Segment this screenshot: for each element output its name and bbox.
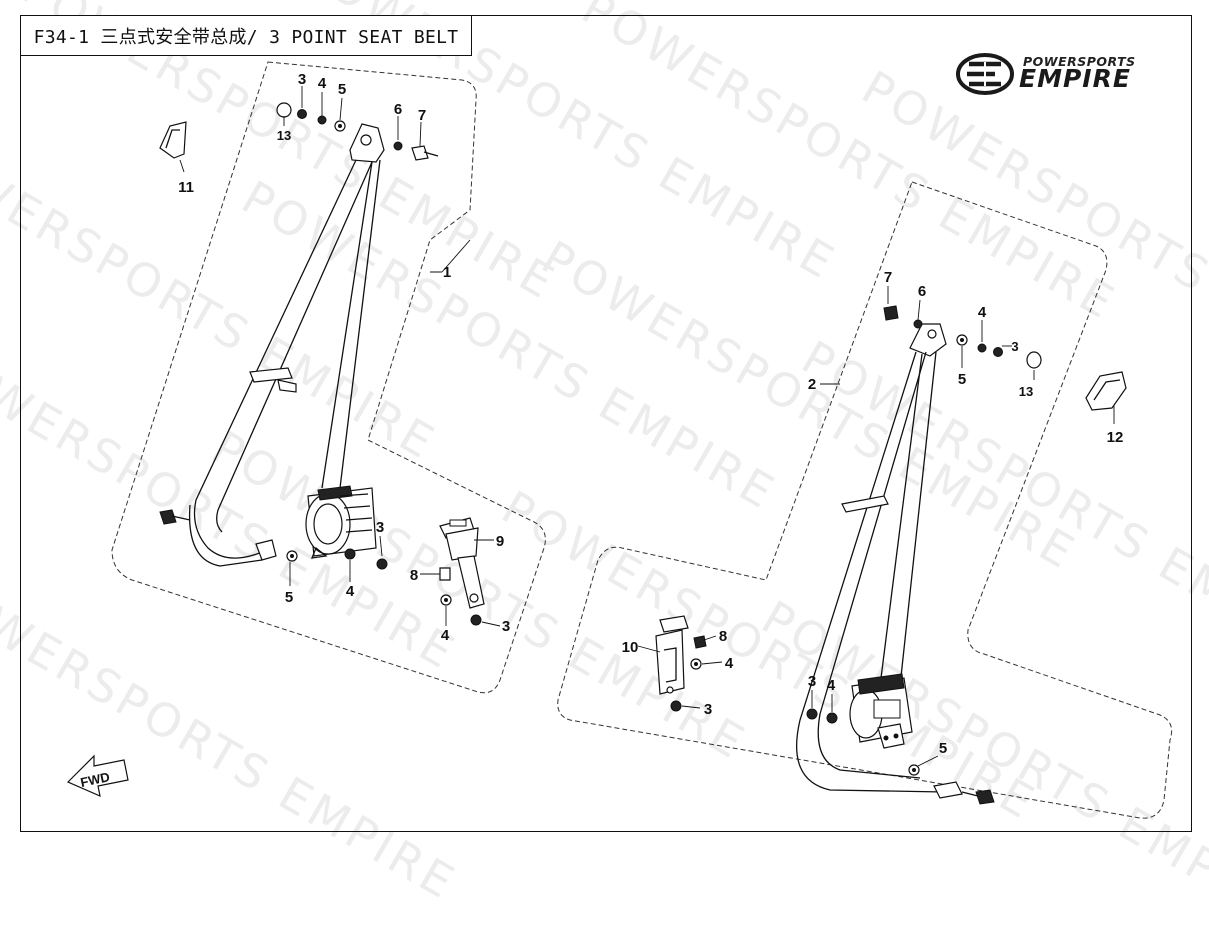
callout-7: 7	[418, 107, 426, 124]
callout-10: 10	[622, 639, 639, 656]
callout-2: 2	[808, 376, 816, 393]
left-leader-lines	[179, 86, 501, 627]
callout-4: 4	[827, 677, 836, 694]
callout-9: 9	[496, 533, 504, 550]
callout-1: 1	[443, 264, 451, 281]
callout-13: 13	[1019, 384, 1033, 399]
callout-4: 4	[318, 75, 327, 92]
callout-3: 3	[298, 71, 306, 88]
callout-3: 3	[502, 618, 510, 635]
brand-logo: POWERSPORTS EMPIRE	[955, 48, 1170, 100]
callout-7: 7	[884, 269, 892, 286]
callout-5: 5	[285, 589, 293, 606]
brand-top-text: POWERSPORTS	[1023, 54, 1136, 69]
right-seat-belt	[66, 305, 1127, 805]
left-seat-belt	[159, 102, 485, 626]
callout-3: 3	[376, 519, 384, 536]
callout-12: 12	[1107, 429, 1124, 446]
brand-emblem-icon	[956, 53, 1014, 95]
callout-13: 13	[277, 128, 291, 143]
drawing-frame	[20, 15, 1192, 832]
callout-5: 5	[958, 371, 966, 388]
callout-4: 4	[441, 627, 450, 644]
callout-8: 8	[719, 628, 727, 645]
callout-4: 4	[346, 583, 355, 600]
diagram-drawing: .ln { fill:none; stroke:#111; stroke-wid…	[66, 61, 1173, 819]
fwd-label: FWD	[79, 769, 111, 790]
callout-8: 8	[410, 567, 418, 584]
callout-5: 5	[338, 81, 346, 98]
callout-11: 11	[178, 179, 194, 196]
right-assembly-outline	[557, 181, 1173, 819]
callout-5: 5	[939, 740, 947, 757]
callout-6: 6	[394, 101, 402, 118]
callout-6: 6	[918, 283, 926, 300]
brand-bottom-text: EMPIRE	[1019, 64, 1131, 93]
callout-4: 4	[978, 304, 987, 321]
left-assembly-outline	[111, 61, 546, 694]
callout-3: 3	[1011, 339, 1018, 354]
page-title: F34-1 三点式安全带总成/ 3 POINT SEAT BELT	[20, 15, 472, 56]
callout-3: 3	[808, 673, 816, 690]
right-leader-lines	[637, 286, 1115, 767]
callout-3: 3	[704, 701, 712, 718]
callout-labels: 3 4 5 13 6 7 11 1 3 5 4 8 9 4 3 7 6 4 3 …	[79, 71, 1123, 790]
callout-4: 4	[725, 655, 734, 672]
